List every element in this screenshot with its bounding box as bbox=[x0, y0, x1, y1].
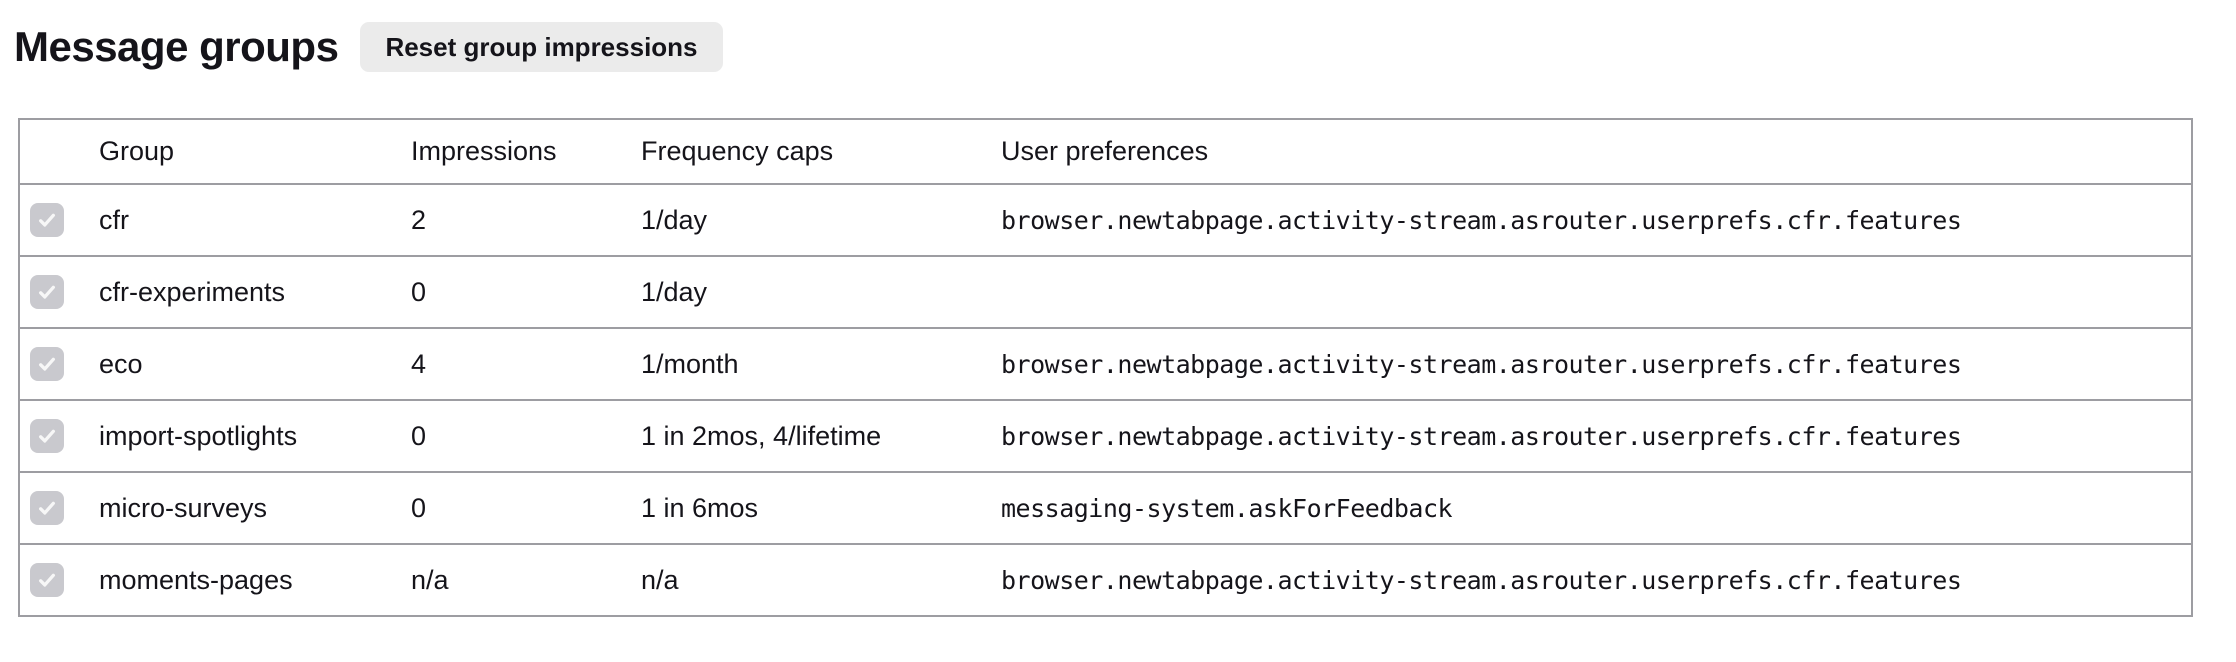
frequency-caps-cell: 1/day bbox=[623, 184, 983, 258]
group-enabled-cell bbox=[19, 400, 81, 474]
message-groups-table: Group Impressions Frequency caps User pr… bbox=[18, 118, 2193, 618]
page-header: Message groups Reset group impressions bbox=[0, 0, 2236, 73]
table-row: moments-pages n/a n/a browser.newtabpage.ac… bbox=[19, 544, 2192, 616]
impressions-cell: 2 bbox=[393, 184, 623, 258]
page-title: Message groups bbox=[14, 23, 339, 70]
check-icon bbox=[39, 286, 55, 299]
group-cell: micro-surveys bbox=[81, 472, 393, 546]
group-enabled-cell bbox=[19, 544, 81, 616]
table-header-row: Group Impressions Frequency caps User pr… bbox=[19, 119, 2192, 186]
group-cell: cfr-experiments bbox=[81, 256, 393, 330]
impressions-cell: 0 bbox=[393, 472, 623, 546]
group-enabled-cell bbox=[19, 472, 81, 546]
check-icon bbox=[39, 214, 55, 227]
impressions-cell: n/a bbox=[411, 564, 449, 595]
user-preferences-cell bbox=[983, 256, 2192, 330]
impressions-cell: 0 bbox=[393, 400, 623, 474]
column-header-impressions: Impressions bbox=[393, 119, 623, 186]
frequency-caps-cell: 1/day bbox=[623, 256, 983, 330]
check-icon bbox=[39, 430, 55, 443]
group-enabled-cell bbox=[19, 184, 81, 258]
reset-group-impressions-button[interactable]: Reset group impressions bbox=[360, 22, 723, 73]
check-icon bbox=[39, 358, 55, 371]
group-cell: eco bbox=[81, 328, 393, 402]
check-icon bbox=[39, 502, 55, 515]
group-cell: moments-pages bbox=[99, 564, 293, 595]
group-enabled-checkbox[interactable] bbox=[30, 563, 64, 598]
group-enabled-checkbox[interactable] bbox=[30, 275, 64, 310]
user-preferences-cell: messaging-system.askForFeedback bbox=[983, 472, 2192, 546]
column-header-frequency-caps: Frequency caps bbox=[623, 119, 983, 186]
user-preferences-cell: browser.newtabpage.activity-stream.asrou… bbox=[983, 400, 2192, 474]
user-preferences-cell: browser.newtabpage.activity-stream.asrou… bbox=[1001, 565, 1962, 595]
group-enabled-checkbox[interactable] bbox=[30, 491, 64, 526]
group-enabled-cell bbox=[19, 256, 81, 330]
column-header-group: Group bbox=[81, 119, 393, 186]
group-cell: import-spotlights bbox=[81, 400, 393, 474]
user-preferences-cell: browser.newtabpage.activity-stream.asrou… bbox=[983, 328, 2192, 402]
frequency-caps-cell: 1/month bbox=[623, 328, 983, 402]
check-icon bbox=[39, 574, 55, 587]
group-enabled-checkbox[interactable] bbox=[30, 347, 64, 382]
frequency-caps-cell: 1 in 6mos bbox=[623, 472, 983, 546]
group-cell: cfr bbox=[81, 184, 393, 258]
column-header-user-preferences: User preferences bbox=[983, 119, 2192, 186]
frequency-caps-cell: 1 in 2mos, 4/lifetime bbox=[623, 400, 983, 474]
group-enabled-checkbox[interactable] bbox=[30, 419, 64, 454]
column-header-checkbox bbox=[19, 119, 81, 186]
group-enabled-checkbox[interactable] bbox=[30, 203, 64, 238]
group-enabled-cell bbox=[19, 328, 81, 402]
impressions-cell: 4 bbox=[393, 328, 623, 402]
impressions-cell: 0 bbox=[393, 256, 623, 330]
user-preferences-cell: browser.newtabpage.activity-stream.asrou… bbox=[983, 184, 2192, 258]
frequency-caps-cell: n/a bbox=[641, 564, 679, 595]
